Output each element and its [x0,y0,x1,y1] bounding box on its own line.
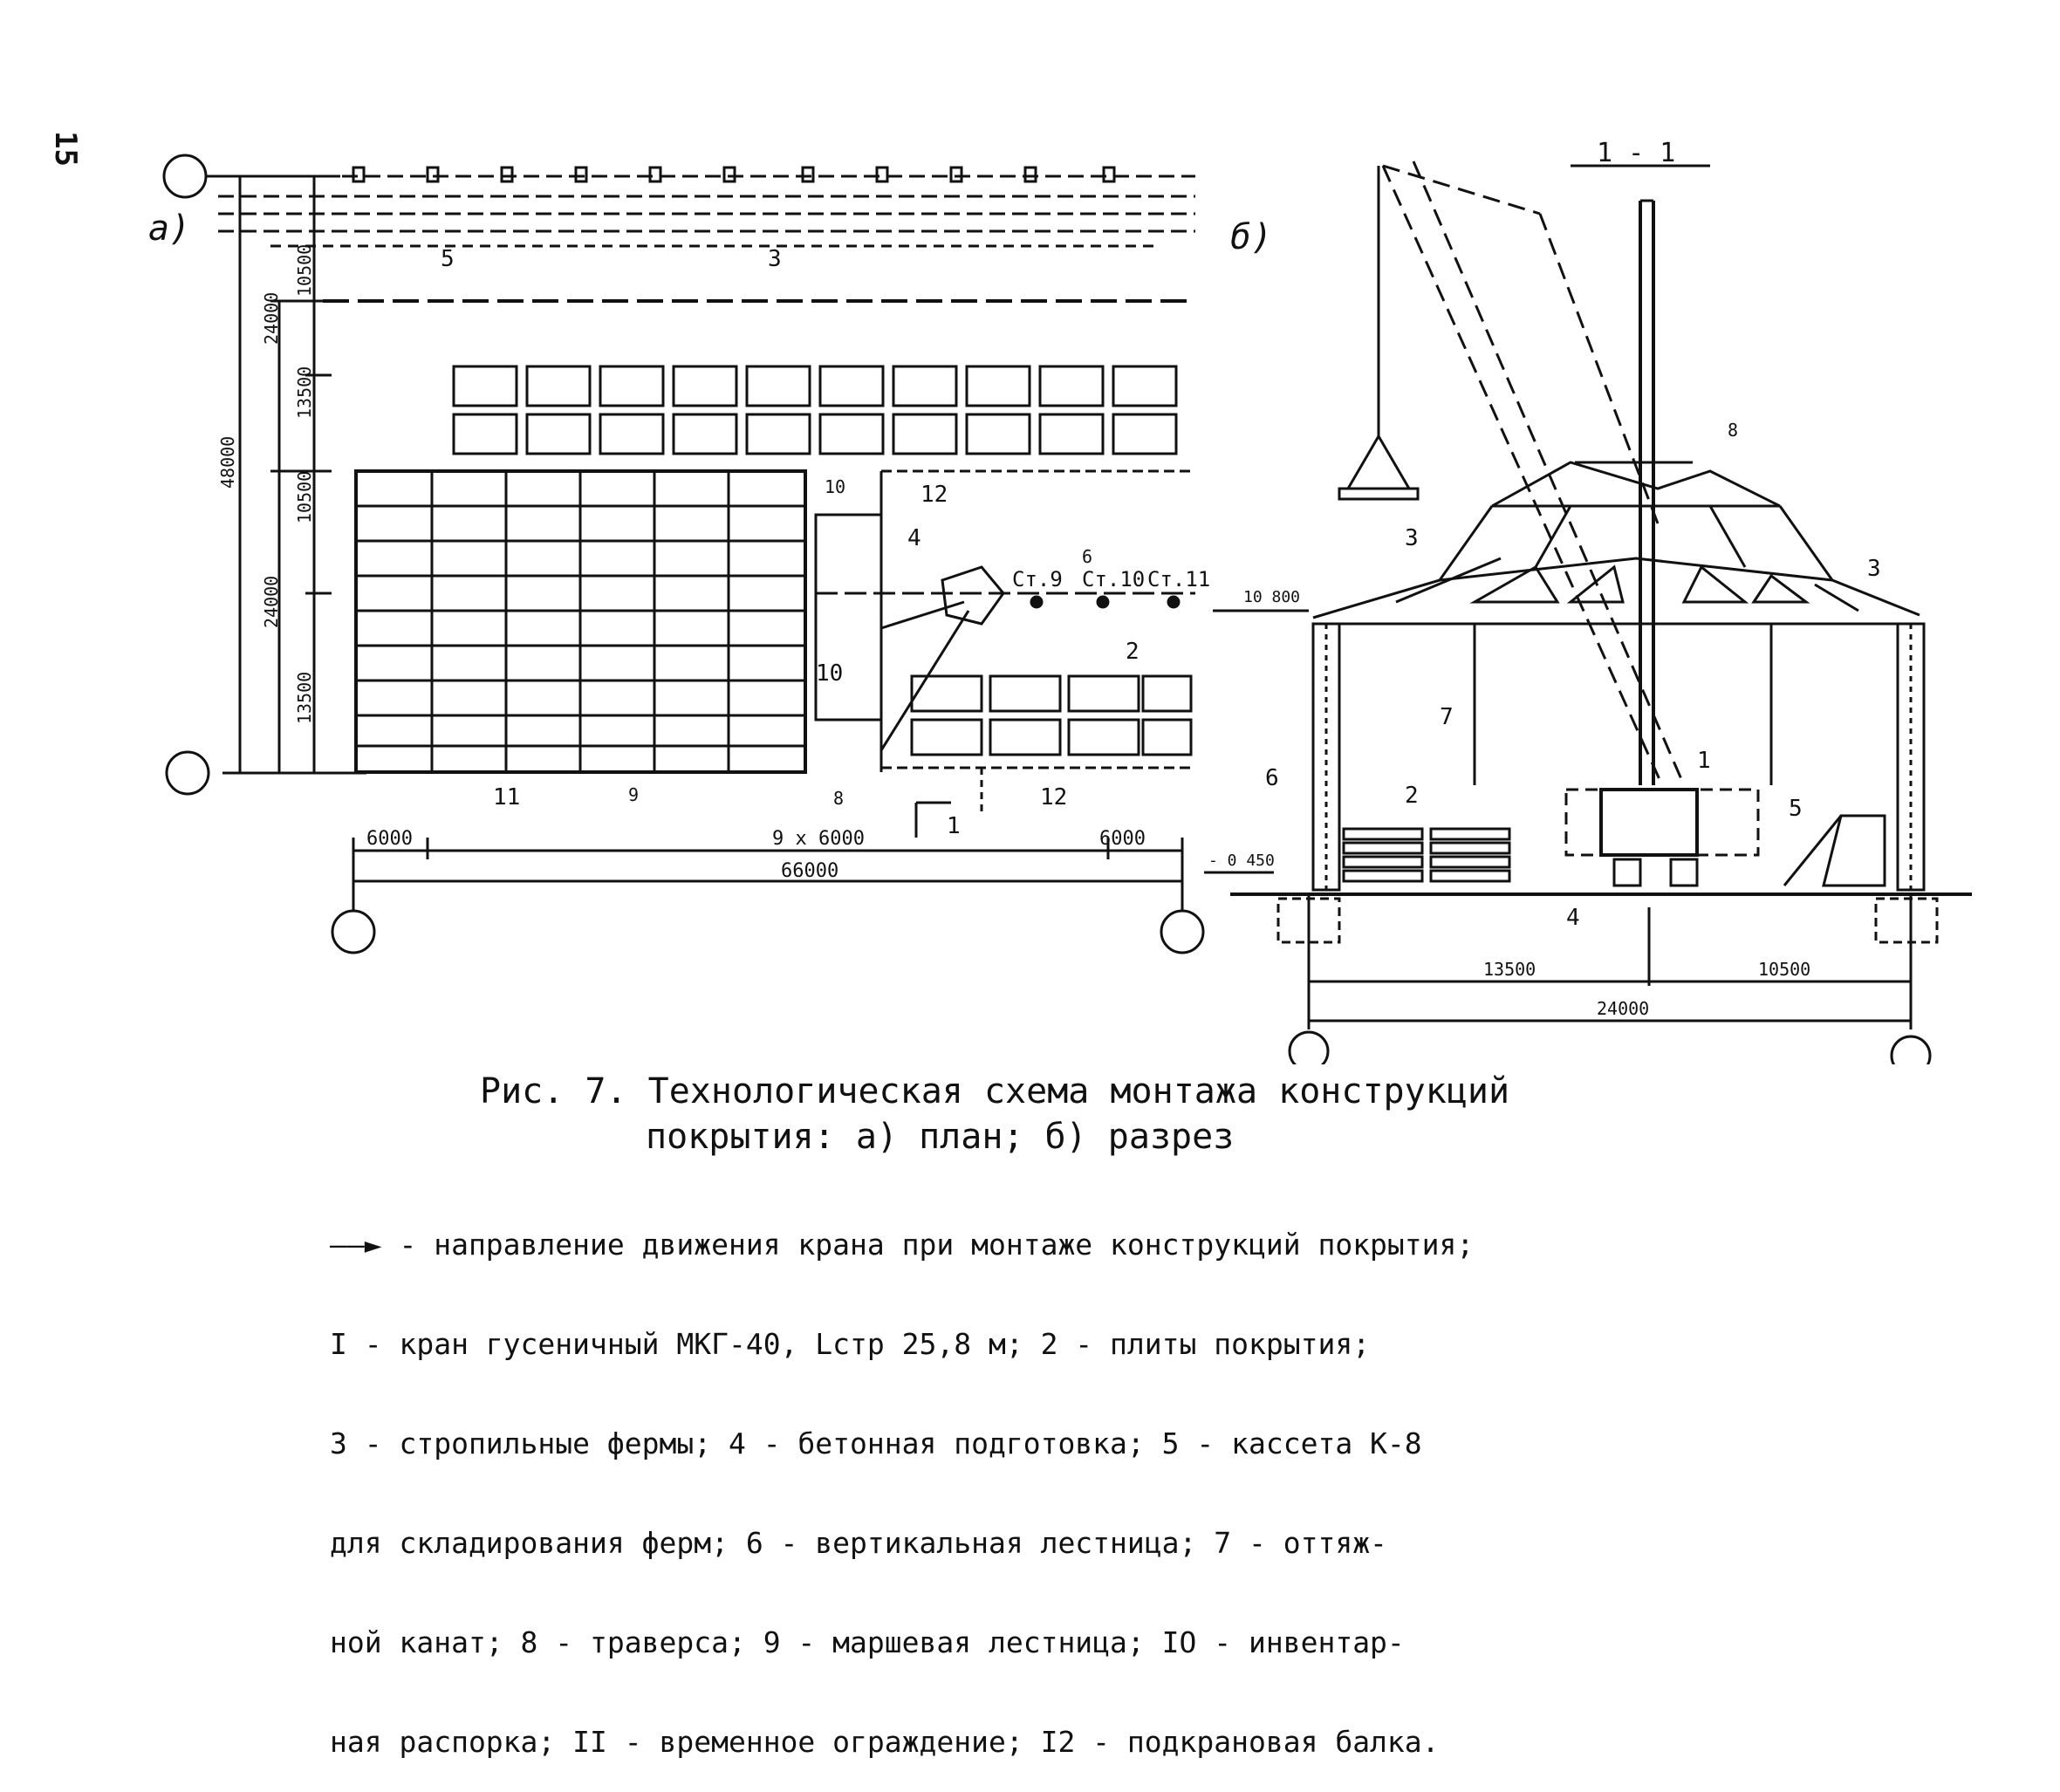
plan-view [162,154,1205,954]
column-label-11: Ст.11 [1147,567,1210,592]
technical-drawing: а) б) 1 - 1 24000 13500 10500 13500 1050… [148,138,1972,1064]
legend-line: 3 - стропильные фермы; 4 - бетонная подг… [330,1426,1422,1460]
plan-callout-4: 4 [907,525,921,551]
column-label-10: Ст.10 [1082,567,1145,592]
legend-line: ——► - направление движения крана при мон… [330,1228,1475,1262]
plan-callout-12a: 12 [920,482,948,508]
slab-stacks-top [452,365,1178,455]
plan-callout-5: 5 [441,246,455,272]
plan-dim-h-3: 6000 [1099,828,1146,850]
plan-dim-v-6: 48000 [217,436,238,489]
section-callout-3a: 3 [1405,525,1419,551]
section-callout-7: 7 [1440,704,1454,730]
plan-callout-10b: 10 [816,660,843,687]
mounted-roof-grid [354,469,807,774]
slab-stacks-bottom [910,674,1193,756]
section-callout-8: 8 [1728,420,1738,441]
plan-dim-v-4: 13500 [294,672,315,724]
plan-callout-12b: 12 [1040,784,1067,811]
legend-line: для складирования ферм; 6 - вертикальная… [330,1526,1387,1560]
plan-callout-11: 11 [493,784,520,811]
elevation-top: 10 800 [1243,588,1300,606]
plan-label: а) [148,209,190,249]
axis-bubble [331,909,376,954]
plan-callout-3: 3 [768,246,782,272]
plan-callout-2: 2 [1126,639,1140,665]
section-label: б) [1230,217,1272,257]
plan-dim-v-3: 10500 [294,471,315,523]
axis-bubble [162,154,208,199]
plan-dim-h-1: 6000 [366,828,413,850]
plan-dim-v-1: 24000 [261,292,282,345]
crane-plan [879,565,1005,751]
plan-dim-h-2: 9 x 6000 [772,828,865,850]
column-label-9: Ст.9 [1012,567,1063,592]
section-title: 1 - 1 [1597,138,1675,168]
caption-line-2: покрытия: а) план; б) разрез [646,1117,1235,1157]
section-callout-4: 4 [1566,905,1580,931]
section-dim-3: 24000 [1597,998,1649,1019]
plan-dim-h-4: 66000 [781,860,838,882]
axis-bubble [1288,1030,1330,1064]
caption-line-1: Рис. 7. Технологическая схема монтажа ко… [480,1071,1510,1111]
plan-callout-6a: 6 [1082,546,1092,567]
plan-dim-v-2: 13500 [294,366,315,419]
section-slabs [1342,827,1511,883]
axis-bubble [1890,1035,1932,1064]
plan-callout-1: 1 [947,813,961,839]
section-callout-5: 5 [1789,796,1803,822]
section-dim-1: 13500 [1483,959,1536,980]
plan-callout-9: 9 [628,784,639,805]
plan-dim-v-7: 24000 [261,576,282,628]
section-dim-2: 10500 [1758,959,1810,980]
top-columns [352,166,1116,183]
plan-dim-v-5: 10500 [294,244,315,297]
section-view [1204,161,1972,1064]
figure-caption: Рис. 7. Технологическая схема монтажа ко… [480,1069,1509,1159]
legend-line: ной канат; 8 - траверса; 9 - маршевая ле… [330,1625,1405,1659]
section-callout-2: 2 [1405,783,1419,809]
legend-line: I - кран гусеничный МКГ-40, Lстр 25,8 м;… [330,1327,1371,1361]
plan-callout-8: 8 [833,788,844,809]
plan-callout-10a: 10 [825,476,845,497]
legend-line: ная распорка; II - временное ограждение;… [330,1725,1440,1759]
section-callout-3b: 3 [1867,556,1881,582]
elevation-bottom: - 0 450 [1208,852,1275,870]
section-callout-6: 6 [1265,765,1279,791]
section-callout-1: 1 [1697,748,1711,774]
legend: ——► - направление движения крана при мон… [330,1162,1474,1792]
axis-bubble [165,750,210,796]
axis-bubble [1160,909,1205,954]
